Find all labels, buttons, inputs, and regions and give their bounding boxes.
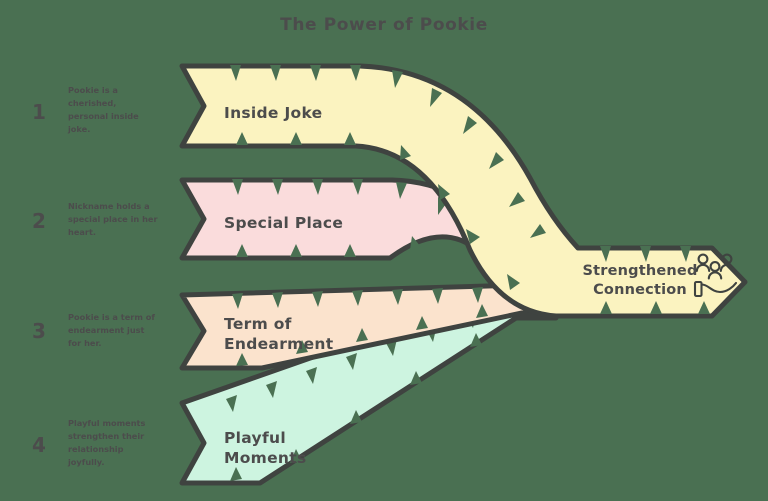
outcome-strengthened-connection[interactable]: Strengthened Connection [582, 253, 738, 298]
step-description-4-line-1: Playful moments [68, 418, 145, 428]
step-description-3-line-1: Pookie is a term of [68, 312, 155, 322]
ribbon-special-place-label: Special Place [224, 214, 343, 232]
step-item-3: 3 Pookie is a term of endearment just fo… [32, 312, 155, 348]
step-description-2-line-2: special place in her [68, 214, 158, 224]
step-number-2: 2 [32, 209, 46, 233]
step-description-4-line-4: joyfully. [67, 457, 104, 467]
step-item-1: 1 Pookie is a cherished, personal inside… [32, 85, 139, 134]
step-number-1: 1 [32, 100, 46, 124]
step-description-1-line-3: personal inside [68, 111, 139, 121]
step-number-4: 4 [32, 433, 46, 457]
ribbon-term-of-endearment-texture [232, 287, 488, 366]
outcome-label-line-2: Connection [593, 282, 687, 298]
ribbon-playful-moments-texture [226, 296, 517, 481]
step-description-4-line-2: strengthen their [68, 431, 145, 441]
ribbon-inside-joke-texture [230, 65, 710, 314]
step-description-1-line-1: Pookie is a [68, 85, 118, 95]
outcome-label-line-1: Strengthened [582, 263, 697, 279]
step-description-2-line-1: Nickname holds a [68, 201, 150, 211]
step-description-2-line-3: heart. [68, 227, 96, 237]
hand-holding-people-icon [693, 253, 738, 298]
step-description-1-line-2: cherished, [68, 98, 116, 108]
step-item-4: 4 Playful moments strengthen their relat… [32, 418, 145, 467]
page-title: The Power of Pookie [280, 15, 488, 35]
step-number-3: 3 [32, 319, 46, 343]
step-description-3-line-3: for her. [68, 338, 101, 348]
step-description-3-line-2: endearment just [68, 325, 145, 335]
ribbon-term-of-endearment-label-line-1: Term of [224, 315, 292, 333]
ribbon-playful-moments-label-line-2: Moments [224, 449, 307, 467]
step-description-4-line-3: relationship [68, 444, 124, 454]
ribbon-term-of-endearment-label-line-2: Endearment [224, 335, 334, 353]
ribbon-inside-joke-label: Inside Joke [224, 104, 322, 122]
step-item-2: 2 Nickname holds a special place in her … [32, 201, 158, 237]
step-description-1-line-4: joke. [67, 124, 90, 134]
ribbon-inside-joke[interactable]: Inside Joke [179, 63, 748, 319]
ribbon-playful-moments-label-line-1: Playful [224, 429, 286, 447]
ribbon-term-of-endearment[interactable]: Term of Endearment [179, 282, 563, 371]
